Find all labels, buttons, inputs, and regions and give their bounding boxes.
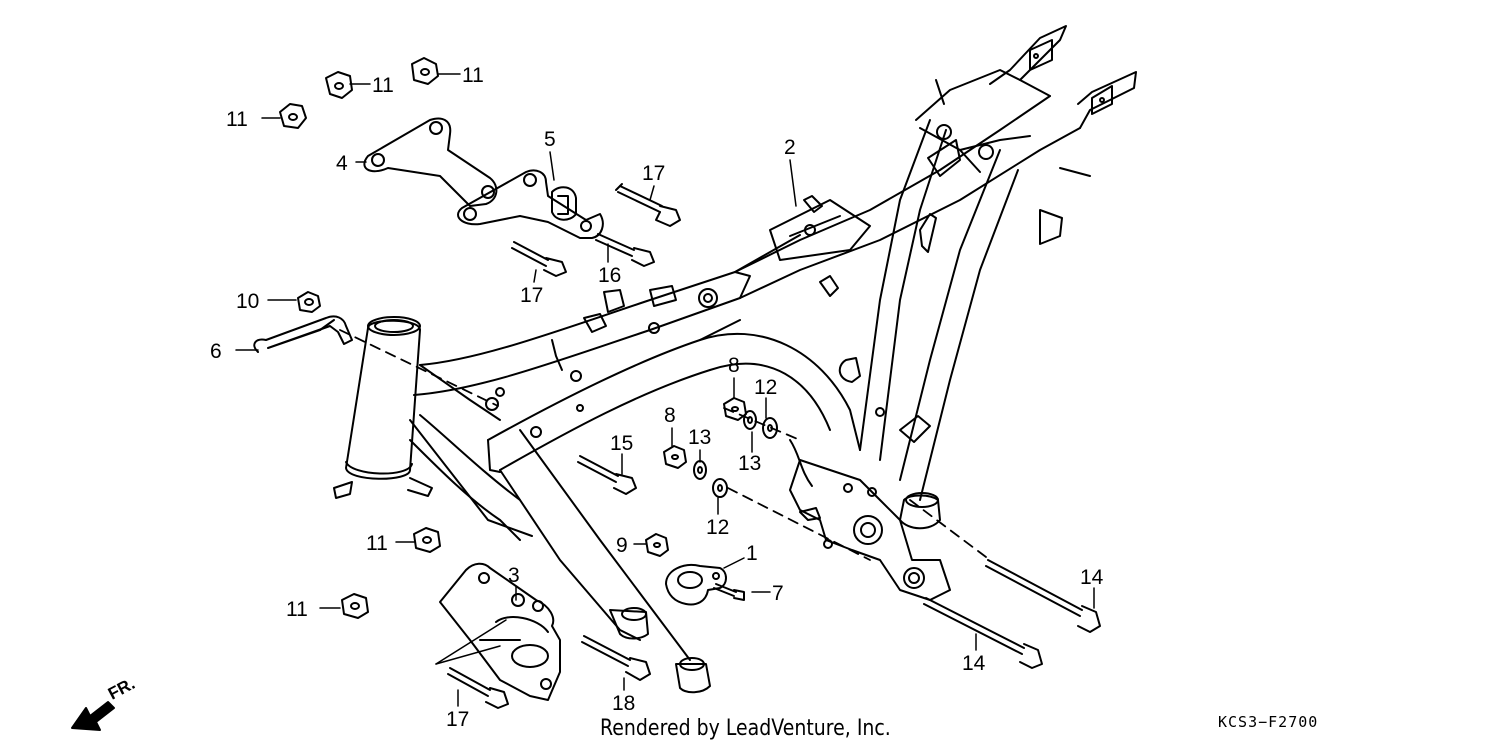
callout-1: 1: [746, 542, 758, 565]
clip-6: [253, 315, 353, 353]
callout-11: 11: [372, 74, 394, 97]
bracket-4: [363, 117, 498, 207]
callout-8: 8: [664, 404, 676, 427]
callout-14: 14: [962, 652, 986, 675]
callout-17: 17: [520, 284, 543, 307]
callout-16: 16: [598, 264, 621, 287]
callout-11: 11: [366, 532, 388, 555]
bolt-17-upper: [615, 183, 681, 227]
callout-14: 14: [1080, 566, 1104, 589]
nut-11-top-left: [279, 103, 307, 129]
callout-12: 12: [706, 516, 729, 539]
callout-6: 6: [210, 340, 222, 363]
nut-10: [297, 291, 321, 313]
bolt-17-lower: [447, 667, 509, 709]
nut-11-lower-left: [413, 527, 441, 553]
callout-3: 3: [508, 564, 520, 587]
callout-17: 17: [446, 708, 469, 731]
callout-8: 8: [728, 354, 740, 377]
nut-8-b: [663, 445, 687, 469]
nut-11-bottom-left: [341, 593, 369, 619]
callout-4: 4: [336, 152, 348, 175]
bolt-14-short: [923, 597, 1043, 669]
nut-11-top-middle: [325, 71, 353, 99]
nut-11-top-right: [411, 57, 439, 85]
bolt-15: [577, 455, 637, 495]
clamp-1: [665, 564, 727, 606]
bolt-18: [581, 635, 651, 681]
callout-17: 17: [642, 162, 665, 185]
bolt-17-middle: [511, 241, 567, 277]
callout-13: 13: [688, 426, 711, 449]
alignment-lines: [339, 329, 991, 561]
skid-plate-3: [439, 562, 561, 701]
callout-9: 9: [616, 534, 628, 557]
callout-2: 2: [784, 136, 796, 159]
nut-9: [645, 533, 669, 557]
callout-7: 7: [772, 582, 784, 605]
front-direction-label: FR.: [105, 674, 138, 704]
bolt-14-long: [985, 559, 1101, 633]
diagram-code: KCS3−F2700: [1218, 713, 1319, 731]
callout-10: 10: [236, 290, 259, 313]
callout-labels: 11 11 11 4 5 17 2 16 17 10 6 8 12 8 13 1…: [210, 64, 1104, 731]
callout-13: 13: [738, 452, 761, 475]
callout-11: 11: [286, 598, 308, 621]
credit-text: Rendered by LeadVenture, Inc.: [600, 716, 891, 741]
washers-12-13: [693, 410, 778, 498]
callout-15: 15: [610, 432, 633, 455]
bracket-5: [457, 169, 604, 239]
main-frame: [333, 25, 1137, 694]
screw-7: [713, 583, 745, 601]
leader-lines: [235, 73, 1095, 707]
callout-5: 5: [544, 128, 556, 151]
front-direction-arrow-icon: [71, 701, 115, 731]
callout-18: 18: [612, 692, 635, 715]
bolt-16: [595, 233, 655, 267]
callout-11: 11: [462, 64, 484, 87]
callout-11: 11: [226, 108, 248, 131]
callout-12: 12: [754, 376, 777, 399]
